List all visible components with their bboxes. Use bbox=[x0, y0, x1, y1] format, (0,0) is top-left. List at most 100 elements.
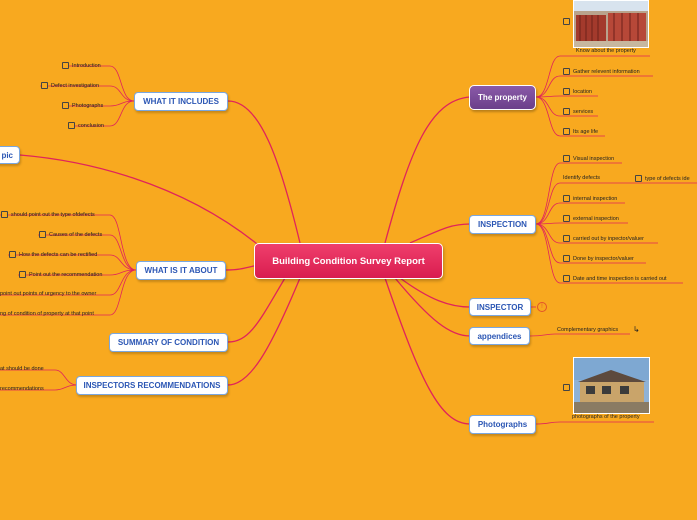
leaf-carried-out-by[interactable]: carried out by inpector/valuer bbox=[563, 235, 644, 242]
leaf-label: internal inspection bbox=[573, 196, 617, 202]
checkbox-icon[interactable] bbox=[563, 255, 570, 262]
checkbox-icon[interactable] bbox=[19, 271, 26, 278]
leaf-causes-of-defects[interactable]: Causes of the defects bbox=[39, 231, 102, 238]
central-topic[interactable]: Building Condition Survey Report bbox=[254, 243, 443, 279]
leaf-label: carried out by inpector/valuer bbox=[573, 236, 644, 242]
node-inspectors-recommendations[interactable]: INSPECTORS RECOMMENDATIONS bbox=[76, 376, 228, 395]
leaf-what-should-be-done[interactable]: at should be done bbox=[0, 366, 44, 372]
node-topic-partial[interactable]: pic bbox=[0, 146, 20, 164]
checkbox-icon[interactable] bbox=[563, 384, 570, 391]
leaf-know-about-property[interactable]: Know about the property bbox=[576, 48, 636, 54]
leaf-complementary-graphics[interactable]: Complementary graphics bbox=[557, 327, 618, 333]
leaf-photographs-of-property[interactable]: photographs of the property bbox=[572, 414, 640, 420]
house-photo-icon bbox=[574, 1, 648, 47]
leaf-condition-of-property[interactable]: ng of condition of property at that poin… bbox=[0, 311, 94, 317]
leaf-rectify-defects[interactable]: How the defects can be rectified bbox=[9, 251, 97, 258]
node-inspection[interactable]: INSPECTION bbox=[469, 215, 536, 234]
leaf-external-inspection[interactable]: external inspection bbox=[563, 215, 619, 222]
leaf-label: Photographs bbox=[72, 103, 103, 109]
leaf-type-of-defects[interactable]: should point out the type ofdefects bbox=[1, 211, 95, 218]
checkbox-icon[interactable] bbox=[563, 235, 570, 242]
leaf-type-of-defects-identified[interactable]: type of defects ide bbox=[635, 175, 690, 182]
link-inspection bbox=[410, 224, 470, 243]
node-what-is-it-about[interactable]: WHAT IS IT ABOUT bbox=[136, 261, 226, 280]
link-summary bbox=[228, 278, 285, 342]
node-inspection-label: INSPECTION bbox=[478, 220, 527, 229]
leaf-label: Its age life bbox=[573, 129, 598, 135]
node-what-it-includes-label: WHAT IT INCLUDES bbox=[143, 97, 219, 106]
checkbox-icon[interactable] bbox=[1, 211, 8, 218]
return-arrow-icon[interactable]: ↳ bbox=[633, 325, 640, 334]
leaf-age-life[interactable]: Its age life bbox=[563, 128, 598, 135]
node-inspectors-recommendations-label: INSPECTORS RECOMMENDATIONS bbox=[83, 381, 220, 390]
checkbox-icon[interactable] bbox=[563, 128, 570, 135]
leaf-photographs[interactable]: Photographs bbox=[62, 102, 103, 109]
checkbox-icon[interactable] bbox=[635, 175, 642, 182]
checkbox-icon[interactable] bbox=[68, 122, 75, 129]
checkbox-icon[interactable] bbox=[563, 68, 570, 75]
leaf-label: Gather relevent information bbox=[573, 69, 640, 75]
leaf-visual-inspection[interactable]: Visual inspection bbox=[563, 155, 614, 162]
leaf-label: type of defects ide bbox=[645, 176, 690, 182]
checkbox-icon[interactable] bbox=[39, 231, 46, 238]
leaf-label: Date and time inspection is carried out bbox=[573, 276, 667, 282]
checkbox-icon[interactable] bbox=[41, 82, 48, 89]
checkbox-icon[interactable] bbox=[62, 102, 69, 109]
checkbox-icon[interactable] bbox=[62, 62, 69, 69]
leaf-label: Visual inspection bbox=[573, 156, 614, 162]
leaf-label: services bbox=[573, 109, 593, 115]
leaf-label: location bbox=[573, 89, 592, 95]
leaf-conclusion[interactable]: conclusion bbox=[68, 122, 104, 129]
leaf-identify-defects[interactable]: Identify defects bbox=[563, 175, 600, 181]
checkbox-icon[interactable] bbox=[563, 195, 570, 202]
leaf-label: external inspection bbox=[573, 216, 619, 222]
photographs-checkbox[interactable] bbox=[563, 384, 570, 391]
alert-icon[interactable]: ! bbox=[537, 302, 547, 312]
leaf-label: conclusion bbox=[78, 123, 104, 129]
checkbox-icon[interactable] bbox=[563, 155, 570, 162]
node-inspector[interactable]: INSPECTOR bbox=[469, 298, 531, 316]
node-photographs[interactable]: Photographs bbox=[469, 415, 536, 434]
leaf-label: recommendations bbox=[0, 386, 44, 392]
link-includes bbox=[228, 101, 300, 243]
leaf-services[interactable]: services bbox=[563, 108, 593, 115]
node-what-it-includes[interactable]: WHAT IT INCLUDES bbox=[134, 92, 228, 111]
node-summary-of-condition[interactable]: SUMMARY OF CONDITION bbox=[109, 333, 228, 352]
checkbox-icon[interactable] bbox=[563, 275, 570, 282]
leaf-label: point out points of urgency to the owner bbox=[0, 291, 96, 297]
leaf-internal-inspection[interactable]: internal inspection bbox=[563, 195, 617, 202]
leaf-urgency-points[interactable]: point out points of urgency to the owner bbox=[0, 291, 96, 297]
leaf-label: Identify defects bbox=[563, 175, 600, 181]
leaf-label: photographs of the property bbox=[572, 414, 640, 420]
checkbox-icon[interactable] bbox=[563, 18, 570, 25]
leaf-label: at should be done bbox=[0, 366, 44, 372]
node-the-property-label: The property bbox=[478, 93, 527, 102]
link-recommendations bbox=[228, 278, 300, 385]
node-photographs-label: Photographs bbox=[478, 420, 527, 429]
node-appendices[interactable]: appendices bbox=[469, 327, 530, 345]
leaf-gather-information[interactable]: Gather relevent information bbox=[563, 68, 640, 75]
leaf-defect-investigation[interactable]: Defect investigation bbox=[41, 82, 99, 89]
leaf-point-out-recommendation[interactable]: Point out the recommendation bbox=[19, 271, 102, 278]
leaf-label: should point out the type ofdefects bbox=[11, 212, 95, 218]
node-inspector-label: INSPECTOR bbox=[477, 303, 524, 312]
leaf-label: Causes of the defects bbox=[49, 232, 102, 238]
leaf-recommendations[interactable]: recommendations bbox=[0, 386, 44, 392]
checkbox-icon[interactable] bbox=[9, 251, 16, 258]
leaf-done-by[interactable]: Done by inspector/valuer bbox=[563, 255, 634, 262]
node-appendices-label: appendices bbox=[477, 332, 521, 341]
leaf-label: Point out the recommendation bbox=[29, 272, 102, 278]
node-the-property[interactable]: The property bbox=[469, 85, 536, 110]
leaf-location[interactable]: location bbox=[563, 88, 592, 95]
link-appendices bbox=[395, 278, 470, 336]
leaf-label: Complementary graphics bbox=[557, 327, 618, 333]
central-topic-label: Building Condition Survey Report bbox=[272, 256, 425, 267]
link-inspector bbox=[400, 278, 470, 307]
checkbox-icon[interactable] bbox=[563, 215, 570, 222]
leaf-date-and-time[interactable]: Date and time inspection is carried out bbox=[563, 275, 667, 282]
property-photo-checkbox[interactable] bbox=[563, 18, 570, 25]
leaf-introduction[interactable]: Introduction bbox=[62, 62, 101, 69]
checkbox-icon[interactable] bbox=[563, 108, 570, 115]
checkbox-icon[interactable] bbox=[563, 88, 570, 95]
